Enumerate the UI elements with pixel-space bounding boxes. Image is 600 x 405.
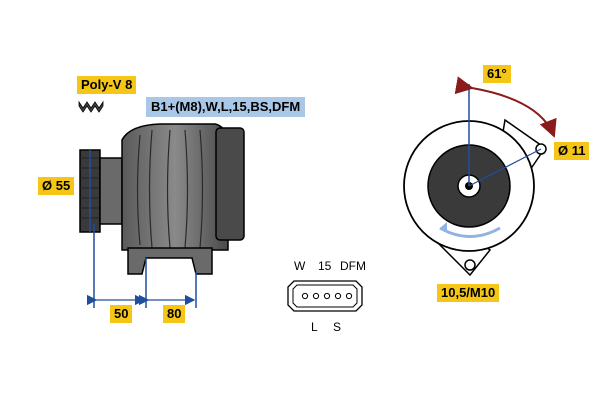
right-offset-label: 80 [163,305,186,323]
belt-icon [78,100,104,113]
belt-label: Poly-V 8 [77,76,137,94]
pin-label-dfm: DFM [340,259,366,273]
terminals-label: B1+(M8),W,L,15,BS,DFM [146,97,306,117]
pin-label-l: L [311,320,318,334]
angle-label: 61° [483,65,511,83]
thread-label: 10,5/M10 [437,284,500,302]
connector-pin [301,292,309,300]
connector-pin [334,292,342,300]
connector-pin [323,292,331,300]
left-offset-label: 50 [110,305,133,323]
pin-label-w: W [294,259,306,273]
connector-plug [287,280,363,312]
offset-dimensions [86,224,197,308]
connector-pin [312,292,320,300]
pulley-diameter-label: Ø 55 [38,177,75,195]
hole-diameter-label: Ø 11 [554,142,590,160]
connector-pin [345,292,353,300]
pin-label-15: 15 [318,259,332,273]
pin-label-s: S [333,320,342,334]
alternator-front-view [403,76,557,277]
angle-arc [454,76,557,138]
alternator-side-view [79,123,245,275]
